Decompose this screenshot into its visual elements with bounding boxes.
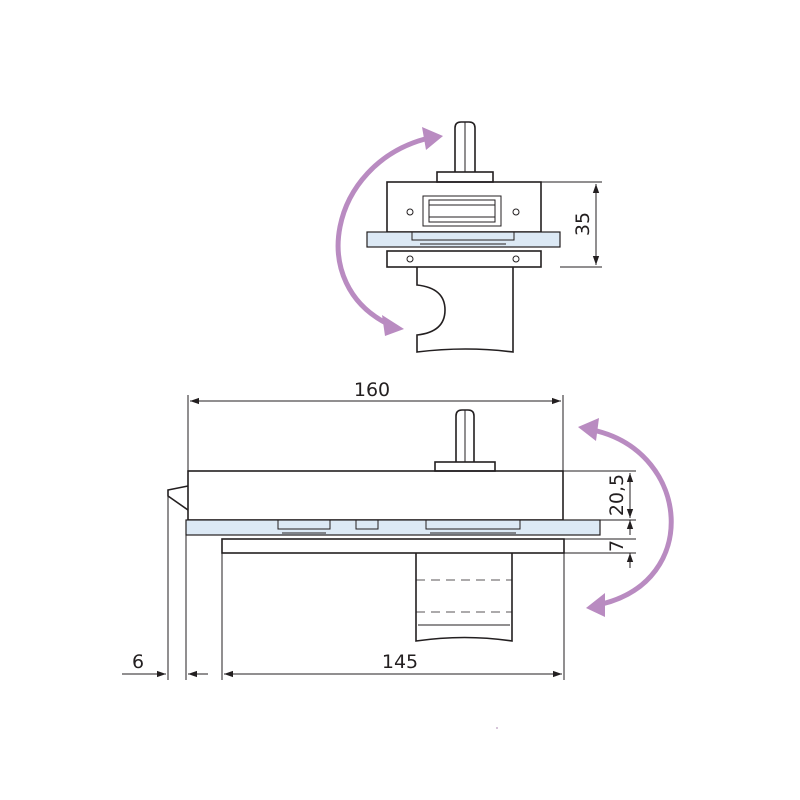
- side-view: 160 20,5 7 145: [122, 379, 674, 680]
- top-clamp-inner: [411, 232, 515, 241]
- dimension-plate-thickness: 7: [564, 520, 636, 568]
- top-rotation-arrow: [335, 127, 443, 336]
- top-view: 35: [335, 121, 602, 353]
- top-pivot-shoe: [416, 267, 514, 353]
- dimension-top-height: 35: [541, 181, 602, 268]
- side-pivot-block: [415, 553, 513, 642]
- side-base-plate: [221, 538, 565, 554]
- dimension-side-height: 20,5: [563, 470, 636, 521]
- dimension-label-base-width: 145: [382, 651, 418, 673]
- dimension-label-plate-thickness: 7: [606, 540, 628, 552]
- top-upper-plate: [386, 181, 542, 233]
- dimension-overall-width: 160: [187, 379, 564, 471]
- dimension-label-side-height: 20,5: [606, 474, 628, 516]
- side-clamp-details: [277, 519, 521, 534]
- dimension-label-offset: 6: [132, 651, 144, 673]
- top-spindle: [436, 121, 494, 183]
- side-glass-pane: [185, 519, 601, 536]
- side-left-tab: [167, 485, 189, 511]
- artifact-dot: [496, 727, 498, 729]
- dimension-label-overall-width: 160: [354, 379, 390, 401]
- top-lower-plate: [386, 250, 542, 268]
- dimension-label-top-height: 35: [572, 212, 594, 236]
- dimension-offset: 6: [122, 496, 208, 680]
- side-rotation-arrow: [578, 418, 674, 617]
- side-main-body: [187, 470, 564, 521]
- side-spindle: [434, 409, 496, 472]
- dimension-base-width: 145: [221, 553, 565, 680]
